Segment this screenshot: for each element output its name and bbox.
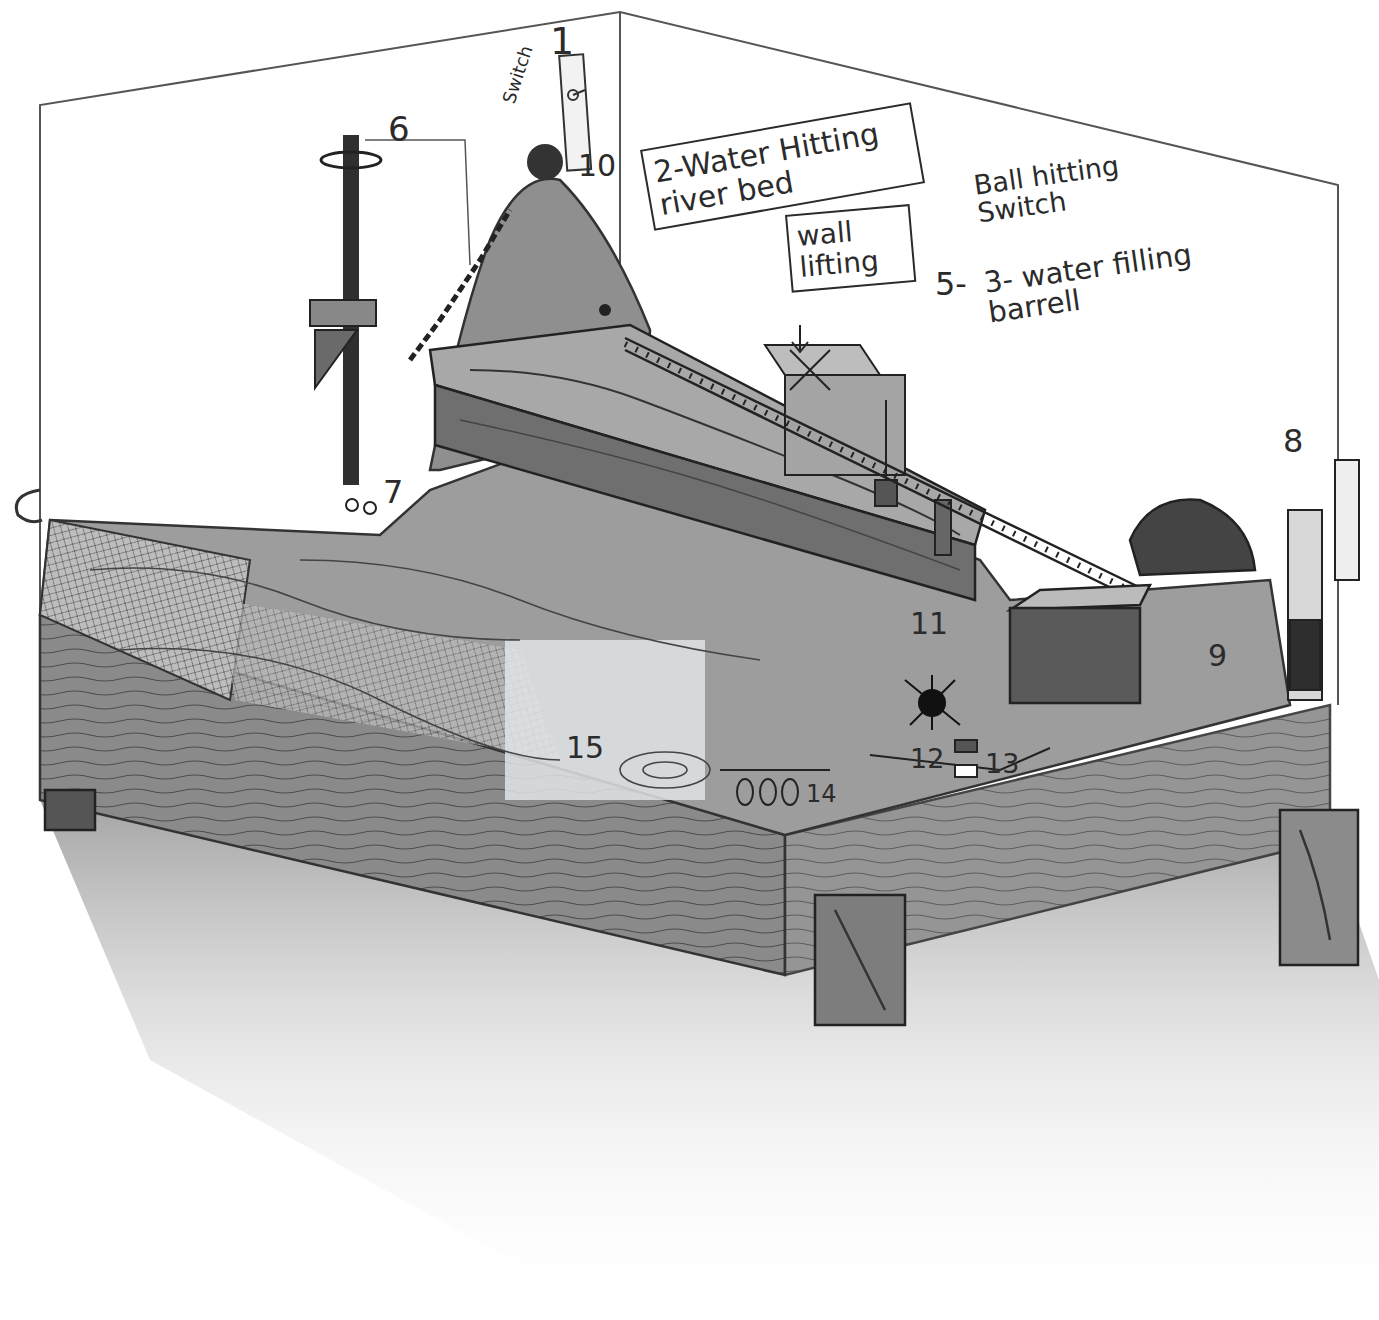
step-note: 3- water filling barrell	[982, 233, 1238, 328]
right-block	[1010, 500, 1255, 704]
callout-number: 7	[383, 476, 403, 510]
callout-number: 10	[578, 150, 616, 182]
chain	[410, 210, 510, 360]
callout-number: 14	[806, 782, 837, 807]
box-text: 2-Water Hitting river bed	[651, 112, 914, 221]
box-text: wall lifting	[796, 213, 906, 284]
table-legs	[45, 790, 1358, 1025]
callout-number: 1	[550, 22, 574, 62]
callout-number: 6	[388, 112, 410, 148]
ramp	[625, 338, 1145, 630]
callout-number: 8	[1283, 425, 1303, 459]
wall-hook	[16, 490, 42, 522]
light-patch	[505, 640, 705, 800]
note-box: wall lifting	[785, 204, 916, 292]
side-mechanism	[1288, 460, 1359, 700]
river-bed	[430, 325, 985, 600]
pulley-mechanism	[310, 135, 470, 514]
callout-number: 15	[566, 732, 604, 764]
small-parts	[720, 740, 1050, 805]
terrain-contours	[90, 560, 760, 788]
callout-number: 5-	[935, 268, 967, 302]
callout-number: 12	[910, 745, 944, 773]
step-note: Ball hitting Switch	[972, 148, 1153, 228]
impact-splat	[905, 675, 960, 730]
ball	[599, 304, 611, 316]
part-label: Switch	[500, 43, 536, 105]
callout-number: 11	[910, 608, 948, 640]
callout-number: 9	[1208, 640, 1227, 672]
callout-number: 13	[985, 750, 1019, 778]
mesh-area	[40, 520, 250, 700]
ball	[527, 144, 563, 180]
lift-arrow	[792, 325, 808, 352]
